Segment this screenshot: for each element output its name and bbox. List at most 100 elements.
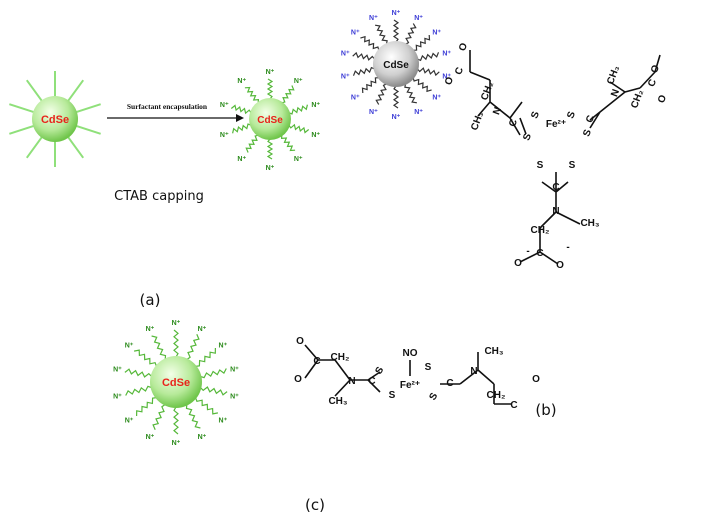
ctab-a-ray: [266, 138, 274, 160]
ctab-caption: CTAB capping: [114, 189, 204, 204]
grey-ligand-label: N⁺: [341, 74, 350, 81]
atom-label: O: [656, 93, 669, 104]
bare-ray: [75, 124, 101, 135]
atom-label: S: [389, 390, 396, 401]
ctab-c-ray: [185, 404, 201, 429]
fe-no-complex: [304, 344, 512, 405]
ctab-a-ligand-label: N⁺: [220, 132, 229, 139]
atom-label: C: [510, 400, 517, 411]
grey-ray: [416, 67, 440, 77]
ctab-c-ray: [173, 329, 179, 358]
grey-ray: [413, 34, 431, 51]
panel-c-label: (c): [305, 496, 325, 514]
iron-label-a: Fe²⁺: [546, 119, 566, 130]
grey-ligand-label: N⁺: [414, 15, 423, 22]
atom-label: C: [446, 378, 453, 389]
ctab-a-ligand-label: N⁺: [311, 132, 320, 139]
ctab-c-ray: [186, 334, 200, 360]
ctab-c-ray: [200, 368, 227, 379]
core-label-c: CdSe: [162, 377, 190, 389]
ctab-c-ligand-label: N⁺: [198, 434, 207, 441]
ctab-a-ray: [244, 86, 260, 103]
atom-label: CH₃: [484, 346, 503, 357]
ctab-c-ray: [151, 335, 167, 360]
atom-label: O: [649, 63, 662, 74]
grey-ray: [392, 85, 400, 109]
grey-ligand-label: N⁺: [369, 15, 378, 22]
bare-ray: [25, 136, 43, 159]
bare-ray: [9, 124, 35, 135]
atom-label: CH₂: [531, 225, 550, 236]
bare-cdse-core: [32, 96, 78, 142]
ctab-cdse-core: [249, 98, 291, 140]
atom-label: C: [646, 78, 659, 89]
ctab-c-ligand-label: N⁺: [172, 440, 181, 447]
atom-label: -: [526, 246, 529, 257]
grey-core-label: CdSe: [383, 60, 409, 71]
atom-label: C: [313, 356, 320, 367]
atom-label: O: [514, 258, 522, 269]
encapsulation-arrow: Surfactant encapsulation: [107, 102, 244, 122]
atom-label: S: [373, 365, 386, 377]
atom-label: CH₂: [629, 88, 646, 110]
grey-ray: [417, 52, 440, 62]
ctab-a-ray: [232, 123, 252, 134]
bare-ray: [75, 103, 101, 114]
ctab-c-ligand-label: N⁺: [146, 434, 155, 441]
grey-ligand-label: N⁺: [351, 94, 360, 101]
cdse-fe-complex: N⁺N⁺N⁺N⁺N⁺N⁺N⁺N⁺N⁺N⁺N⁺N⁺N⁺N⁺ CdSe: [341, 10, 661, 265]
grey-ray: [392, 19, 400, 43]
ctab-c-ray: [194, 397, 219, 415]
grey-ray: [352, 51, 376, 61]
grey-ray: [352, 66, 375, 76]
atom-label: C: [507, 118, 520, 129]
ctab-c-ray: [133, 349, 158, 367]
grey-ligand-label: N⁺: [392, 114, 401, 121]
ctab-c-ligand-label: N⁺: [172, 320, 181, 327]
ctab-c-ray: [199, 386, 228, 396]
bare-ray: [67, 79, 85, 102]
ctab-a-ray: [288, 104, 308, 115]
ctab-ligand-rays-c: N⁺N⁺N⁺N⁺N⁺N⁺N⁺N⁺N⁺N⁺N⁺N⁺N⁺N⁺: [113, 320, 239, 447]
atom-label: O: [443, 75, 456, 86]
ctab-a-ray: [280, 135, 296, 152]
ctab-c-ligand-label: N⁺: [230, 393, 239, 400]
ctab-c-ligand-label: N⁺: [125, 417, 134, 424]
atom-label: O: [556, 260, 564, 271]
grey-ray: [375, 83, 387, 105]
grey-ray: [375, 24, 388, 45]
bare-ligand-rays: [9, 71, 101, 167]
ctab-c-ligand-label: N⁺: [146, 326, 155, 333]
ctab-capped-cdse-a: N⁺N⁺N⁺N⁺N⁺N⁺N⁺N⁺N⁺N⁺ CdSe: [220, 69, 320, 172]
grey-ligand-label: N⁺: [442, 74, 451, 81]
atom-label: S: [537, 160, 544, 171]
atom-label: N: [552, 206, 559, 217]
atom-label: S: [565, 110, 578, 120]
bare-ray: [67, 136, 85, 159]
nitrosyl-label: NO: [403, 348, 418, 359]
grey-ligand-label: N⁺: [369, 109, 378, 116]
ctab-capped-cdse-c: N⁺N⁺N⁺N⁺N⁺N⁺N⁺N⁺N⁺N⁺N⁺N⁺N⁺N⁺ CdSe: [113, 320, 239, 447]
bare-ray: [9, 103, 35, 114]
atom-label: CH₃: [580, 218, 599, 229]
grey-ligand-label: N⁺: [414, 109, 423, 116]
ctab-c-ligand-label: N⁺: [198, 326, 207, 333]
atom-label: S: [521, 132, 534, 142]
ctab-c-ray: [124, 368, 153, 378]
arrow-label: Surfactant encapsulation: [127, 102, 208, 111]
ctab-c-ray: [136, 397, 157, 417]
atom-label: N: [470, 366, 477, 377]
ctab-a-ligand-label: N⁺: [311, 102, 320, 109]
atom-label: S: [581, 128, 594, 138]
ctab-c-ray: [152, 404, 166, 430]
atom-label: O: [296, 336, 304, 347]
atom-label: CH₃: [328, 396, 347, 407]
ctab-a-ligand-label: N⁺: [266, 69, 275, 76]
atom-label: C: [453, 66, 466, 77]
grey-ray: [360, 35, 380, 51]
ctab-ligand-rays: N⁺N⁺N⁺N⁺N⁺N⁺N⁺N⁺N⁺N⁺: [220, 69, 320, 172]
grey-ligand-label: N⁺: [351, 30, 360, 37]
atom-label: S: [569, 160, 576, 171]
